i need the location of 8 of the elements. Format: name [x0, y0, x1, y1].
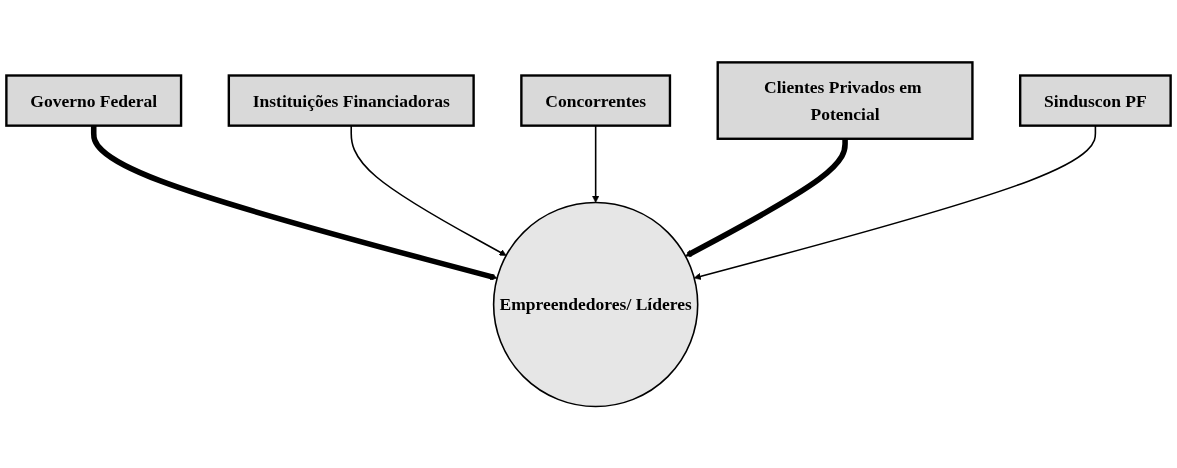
- node-box: Instituições Financiadoras: [227, 73, 475, 127]
- node-box: Governo Federal: [5, 73, 183, 127]
- arrow: [685, 138, 848, 257]
- arrow: [90, 125, 498, 280]
- node-box: Clientes Privados em Potencial: [716, 60, 974, 140]
- node-circle: Empreendedores/ Líderes: [492, 201, 699, 407]
- node-box: Sinduscon PF: [1019, 73, 1172, 127]
- node-box: Concorrentes: [520, 73, 672, 127]
